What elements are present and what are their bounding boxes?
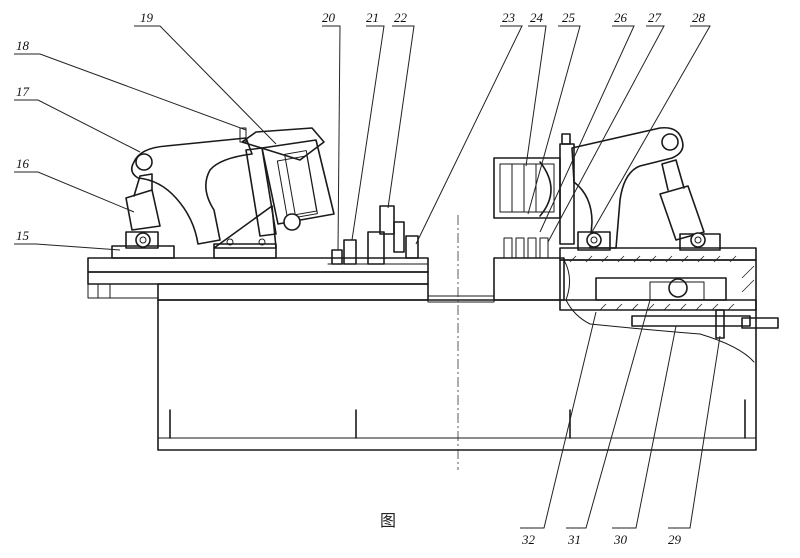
callout-30: 30 xyxy=(613,532,628,547)
callout-32: 32 xyxy=(521,532,536,547)
callout-17: 17 xyxy=(16,84,30,99)
callout-27: 27 xyxy=(648,10,662,25)
left-clamp-assembly xyxy=(111,127,335,259)
callout-16: 16 xyxy=(16,156,30,171)
machine-base xyxy=(157,299,757,451)
callout-21: 21 xyxy=(366,10,379,25)
right-clamp-assembly xyxy=(493,126,757,261)
callout-labels: 15 16 17 18 19 20 21 22 23 24 25 26 27 2… xyxy=(16,10,706,547)
callout-28: 28 xyxy=(692,10,706,25)
right-housing-section xyxy=(559,255,779,363)
callout-22: 22 xyxy=(394,10,408,25)
callout-23: 23 xyxy=(502,10,516,25)
callout-29: 29 xyxy=(668,532,682,547)
leader-lines xyxy=(14,25,721,529)
middle-blocks xyxy=(327,205,429,265)
callout-26: 26 xyxy=(614,10,628,25)
figure-caption: 图 xyxy=(380,511,396,530)
bed-rails xyxy=(87,257,565,303)
callout-25: 25 xyxy=(562,10,576,25)
section-hatching xyxy=(569,255,755,311)
callout-31: 31 xyxy=(567,532,581,547)
callout-24: 24 xyxy=(530,10,544,25)
callout-19: 19 xyxy=(140,10,154,25)
callout-15: 15 xyxy=(16,228,30,243)
callout-18: 18 xyxy=(16,38,30,53)
callout-20: 20 xyxy=(322,10,336,25)
